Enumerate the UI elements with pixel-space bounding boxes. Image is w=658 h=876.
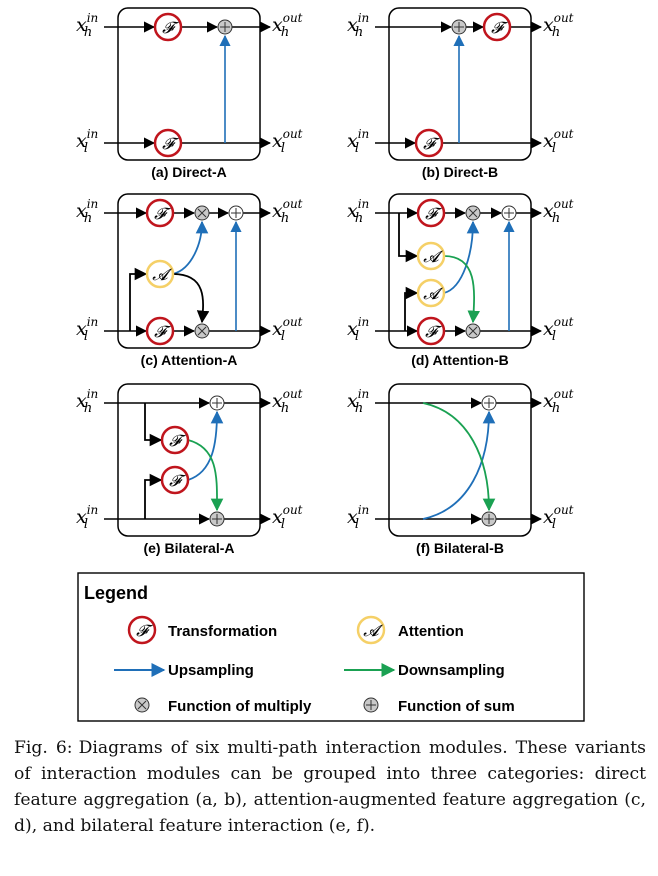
legend-multiply-label: Function of multiply xyxy=(168,698,312,715)
panel-caption: (d) Attention-B xyxy=(411,352,508,368)
upsampling-arrow xyxy=(422,410,496,520)
transformation-node xyxy=(145,316,175,346)
transformation-node xyxy=(153,12,183,42)
figure-caption: Fig. 6:Diagrams of six multi-path intera… xyxy=(14,735,646,839)
branch-line xyxy=(144,473,163,519)
transformation-node xyxy=(153,128,183,158)
panel-caption: (e) Bilateral-A xyxy=(143,540,234,556)
legend-attention: 𝓐 Attention xyxy=(356,615,464,645)
module-box xyxy=(388,193,532,349)
transformation-node xyxy=(145,198,175,228)
transformation-node xyxy=(160,465,190,495)
legend-attention-label: Attention xyxy=(398,623,464,640)
downsampling-arrow xyxy=(443,255,481,324)
legend-downsampling-label: Downsampling xyxy=(398,662,505,679)
legend-transformation-label: Transformation xyxy=(168,623,277,640)
legend-upsampling: Upsampling xyxy=(114,662,254,679)
downsampling-arrow xyxy=(187,439,224,512)
legend-multiply: Function of multiply xyxy=(134,697,312,715)
module-box xyxy=(388,383,532,537)
panel-caption: (c) Attention-A xyxy=(141,352,238,368)
attention-to-multiply xyxy=(172,273,210,324)
caption-text: Diagrams of six multi-path interaction m… xyxy=(14,738,647,836)
transformation-node xyxy=(414,128,444,158)
legend-sum: Function of sum xyxy=(363,697,515,715)
branch-line xyxy=(144,403,163,447)
module-box xyxy=(117,383,261,537)
attention-branch xyxy=(404,286,419,331)
panel-caption: (b) Direct-B xyxy=(422,164,498,180)
transformation-node xyxy=(160,425,190,455)
legend: Legend 𝓕 Transformation 𝓐 Attention Upsa… xyxy=(77,572,585,722)
upsampling-arrow xyxy=(187,410,224,481)
transformation-node xyxy=(416,316,446,346)
attention-node xyxy=(145,259,175,289)
module-box xyxy=(117,193,261,349)
transformation-node xyxy=(416,198,446,228)
caption-label: Fig. 6: xyxy=(14,738,73,758)
upsampling-arrow xyxy=(172,220,209,275)
attention-node xyxy=(416,241,446,271)
panel-caption: (a) Direct-A xyxy=(151,164,226,180)
attention-branch xyxy=(398,213,419,263)
legend-box xyxy=(77,572,585,722)
panel-caption: (f) Bilateral-B xyxy=(416,540,504,556)
legend-transformation: 𝓕 Transformation xyxy=(127,615,277,645)
module-box xyxy=(388,7,532,161)
attention-icon xyxy=(356,615,386,645)
legend-title: Legend xyxy=(84,583,148,603)
upsampling-arrow xyxy=(443,220,480,294)
transformation-node xyxy=(482,12,512,42)
legend-upsampling-label: Upsampling xyxy=(168,662,254,679)
legend-downsampling: Downsampling xyxy=(344,662,505,679)
legend-sum-label: Function of sum xyxy=(398,698,515,715)
module-box xyxy=(117,7,261,161)
transformation-icon xyxy=(127,615,157,645)
attention-node xyxy=(416,278,446,308)
downsampling-arrow xyxy=(422,402,496,512)
attention-branch xyxy=(129,267,148,331)
